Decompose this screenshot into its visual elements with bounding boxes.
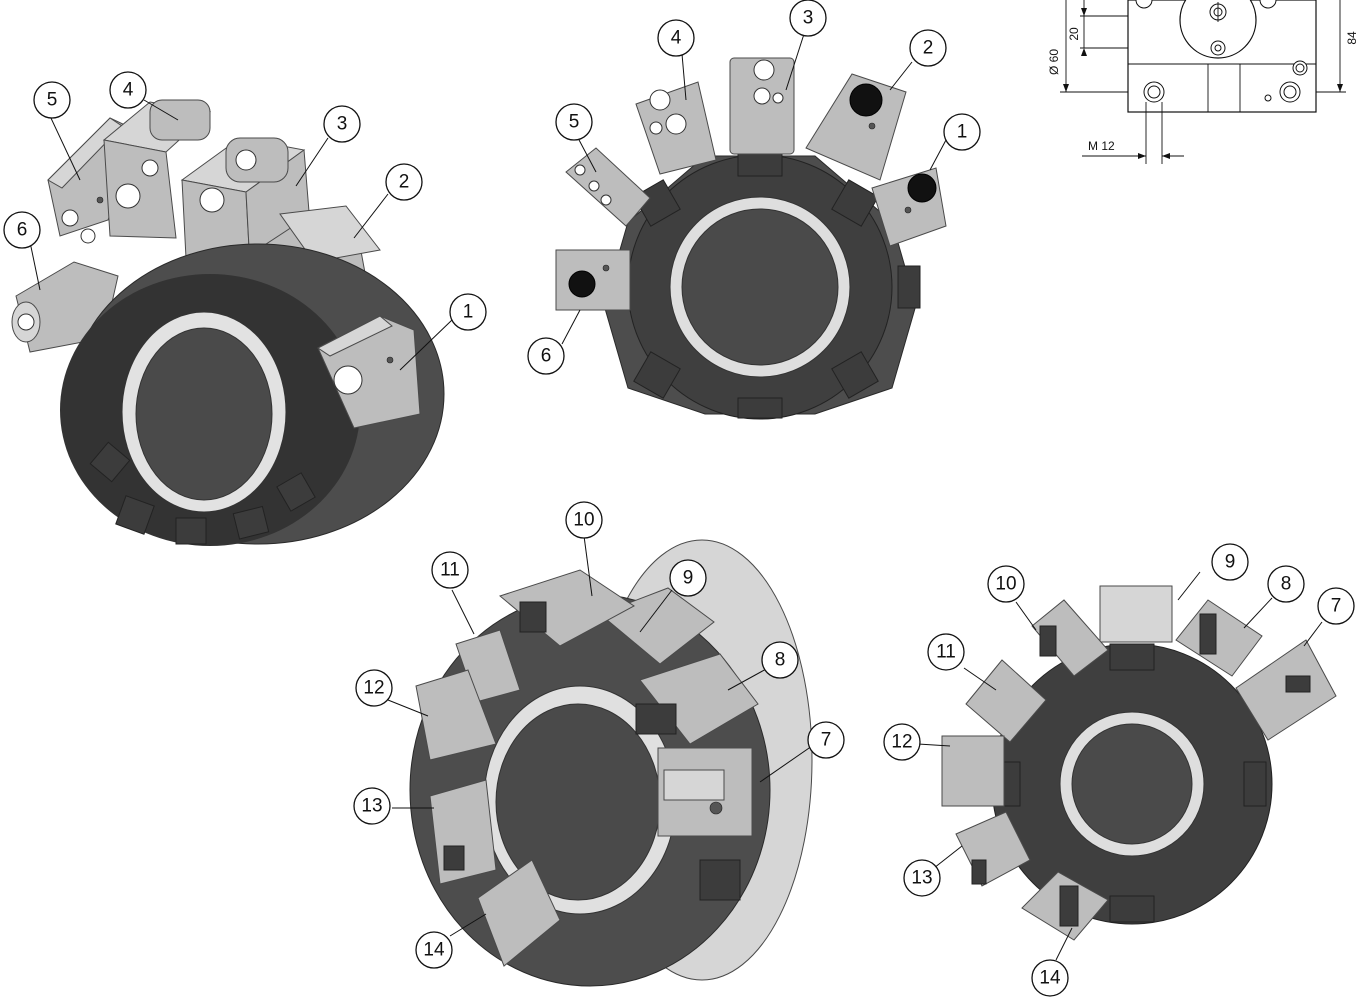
svg-text:11: 11 bbox=[440, 560, 460, 581]
svg-text:13: 13 bbox=[361, 796, 382, 817]
leader-lines bbox=[29, 33, 1323, 961]
front-bottom-holder-10 bbox=[1031, 599, 1109, 677]
svg-text:6: 6 bbox=[541, 346, 552, 367]
svg-text:13: 13 bbox=[911, 868, 932, 889]
front-holder-3 bbox=[729, 57, 795, 155]
svg-text:9: 9 bbox=[1225, 552, 1236, 573]
svg-text:10: 10 bbox=[573, 510, 594, 531]
callout-front-top-2: 2 bbox=[909, 29, 947, 67]
svg-text:7: 7 bbox=[821, 730, 832, 751]
front-bottom-holder-9 bbox=[1099, 585, 1173, 643]
callout-iso-top-1: 1 bbox=[449, 293, 487, 331]
callout-front-bottom-12: 12 bbox=[883, 723, 921, 761]
callout-iso-top-3: 3 bbox=[323, 105, 361, 143]
callout-front-bottom-11: 11 bbox=[927, 633, 965, 671]
bottom-holder-8 bbox=[635, 653, 759, 745]
front-bottom-holder-12 bbox=[941, 735, 1005, 807]
svg-text:4: 4 bbox=[123, 80, 134, 101]
callout-iso-top-6: 6 bbox=[3, 211, 41, 249]
tool-holder-3 bbox=[180, 137, 311, 267]
svg-text:12: 12 bbox=[891, 732, 912, 753]
svg-text:9: 9 bbox=[683, 568, 694, 589]
front-view-bottom bbox=[941, 585, 1337, 941]
callout-iso-bottom-14: 14 bbox=[415, 931, 453, 969]
svg-text:2: 2 bbox=[923, 38, 934, 59]
tool-holder-1 bbox=[317, 315, 421, 429]
callout-iso-bottom-12: 12 bbox=[355, 669, 393, 707]
svg-text:2: 2 bbox=[399, 172, 410, 193]
dimension-drawing: Ø 60 20 84 M 12 bbox=[1047, 0, 1359, 164]
bottom-holder-7 bbox=[657, 747, 753, 837]
front-view-top bbox=[555, 57, 947, 420]
svg-text:8: 8 bbox=[775, 650, 786, 671]
front-holder-1 bbox=[871, 167, 947, 247]
front-bottom-holder-7 bbox=[1235, 639, 1337, 741]
svg-text:6: 6 bbox=[17, 220, 28, 241]
dimension-84-label: 84 bbox=[1345, 31, 1359, 45]
svg-text:1: 1 bbox=[463, 302, 474, 323]
callout-iso-top-5: 5 bbox=[33, 81, 71, 119]
bottom-holder-14 bbox=[477, 859, 561, 967]
callout-front-bottom-14: 14 bbox=[1031, 959, 1069, 997]
svg-text:12: 12 bbox=[363, 678, 384, 699]
front-holder-4 bbox=[635, 81, 717, 175]
callout-front-top-1: 1 bbox=[943, 113, 981, 151]
svg-text:8: 8 bbox=[1281, 574, 1292, 595]
tool-holder-4 bbox=[102, 99, 212, 239]
svg-text:5: 5 bbox=[47, 90, 58, 111]
callout-iso-bottom-10: 10 bbox=[565, 501, 603, 539]
svg-text:5: 5 bbox=[569, 112, 580, 133]
svg-text:10: 10 bbox=[995, 574, 1016, 595]
callout-front-bottom-13: 13 bbox=[903, 859, 941, 897]
svg-text:14: 14 bbox=[1039, 968, 1061, 989]
front-holder-5 bbox=[565, 147, 651, 227]
svg-text:3: 3 bbox=[803, 8, 814, 29]
callout-iso-bottom-9: 9 bbox=[669, 559, 707, 597]
isometric-view-bottom bbox=[409, 539, 813, 987]
callout-front-top-6: 6 bbox=[527, 337, 565, 375]
diameter-label: Ø 60 bbox=[1047, 49, 1061, 75]
front-bottom-holder-8 bbox=[1175, 599, 1263, 677]
bottom-holder-12 bbox=[415, 669, 497, 761]
front-bottom-holder-13 bbox=[955, 811, 1031, 887]
callout-front-bottom-7: 7 bbox=[1317, 587, 1355, 625]
bottom-holder-13 bbox=[429, 779, 497, 885]
callout-front-bottom-9: 9 bbox=[1211, 543, 1249, 581]
front-holder-6 bbox=[555, 249, 631, 311]
svg-text:3: 3 bbox=[337, 114, 348, 135]
isometric-view-top bbox=[11, 99, 445, 546]
callout-front-bottom-8: 8 bbox=[1267, 565, 1305, 603]
callout-iso-bottom-11: 11 bbox=[431, 551, 469, 589]
callout-iso-top-4: 4 bbox=[109, 71, 147, 109]
callout-front-top-3: 3 bbox=[789, 0, 827, 37]
front-bottom-holder-11 bbox=[965, 659, 1047, 743]
svg-text:11: 11 bbox=[936, 642, 956, 663]
thread-label: M 12 bbox=[1088, 139, 1115, 153]
callout-iso-bottom-13: 13 bbox=[353, 787, 391, 825]
front-holder-2 bbox=[805, 73, 907, 181]
svg-text:14: 14 bbox=[423, 940, 445, 961]
callout-iso-bottom-8: 8 bbox=[761, 641, 799, 679]
dimension-20-label: 20 bbox=[1067, 27, 1081, 41]
svg-text:4: 4 bbox=[671, 28, 682, 49]
bottom-holder-10 bbox=[498, 569, 635, 647]
callout-front-top-4: 4 bbox=[657, 19, 695, 57]
svg-text:7: 7 bbox=[1331, 596, 1342, 617]
callout-front-bottom-10: 10 bbox=[987, 565, 1025, 603]
callout-iso-top-2: 2 bbox=[385, 163, 423, 201]
callout-front-top-5: 5 bbox=[555, 103, 593, 141]
callout-iso-bottom-7: 7 bbox=[807, 721, 845, 759]
svg-text:1: 1 bbox=[957, 122, 968, 143]
front-bottom-holder-14 bbox=[1021, 871, 1109, 941]
